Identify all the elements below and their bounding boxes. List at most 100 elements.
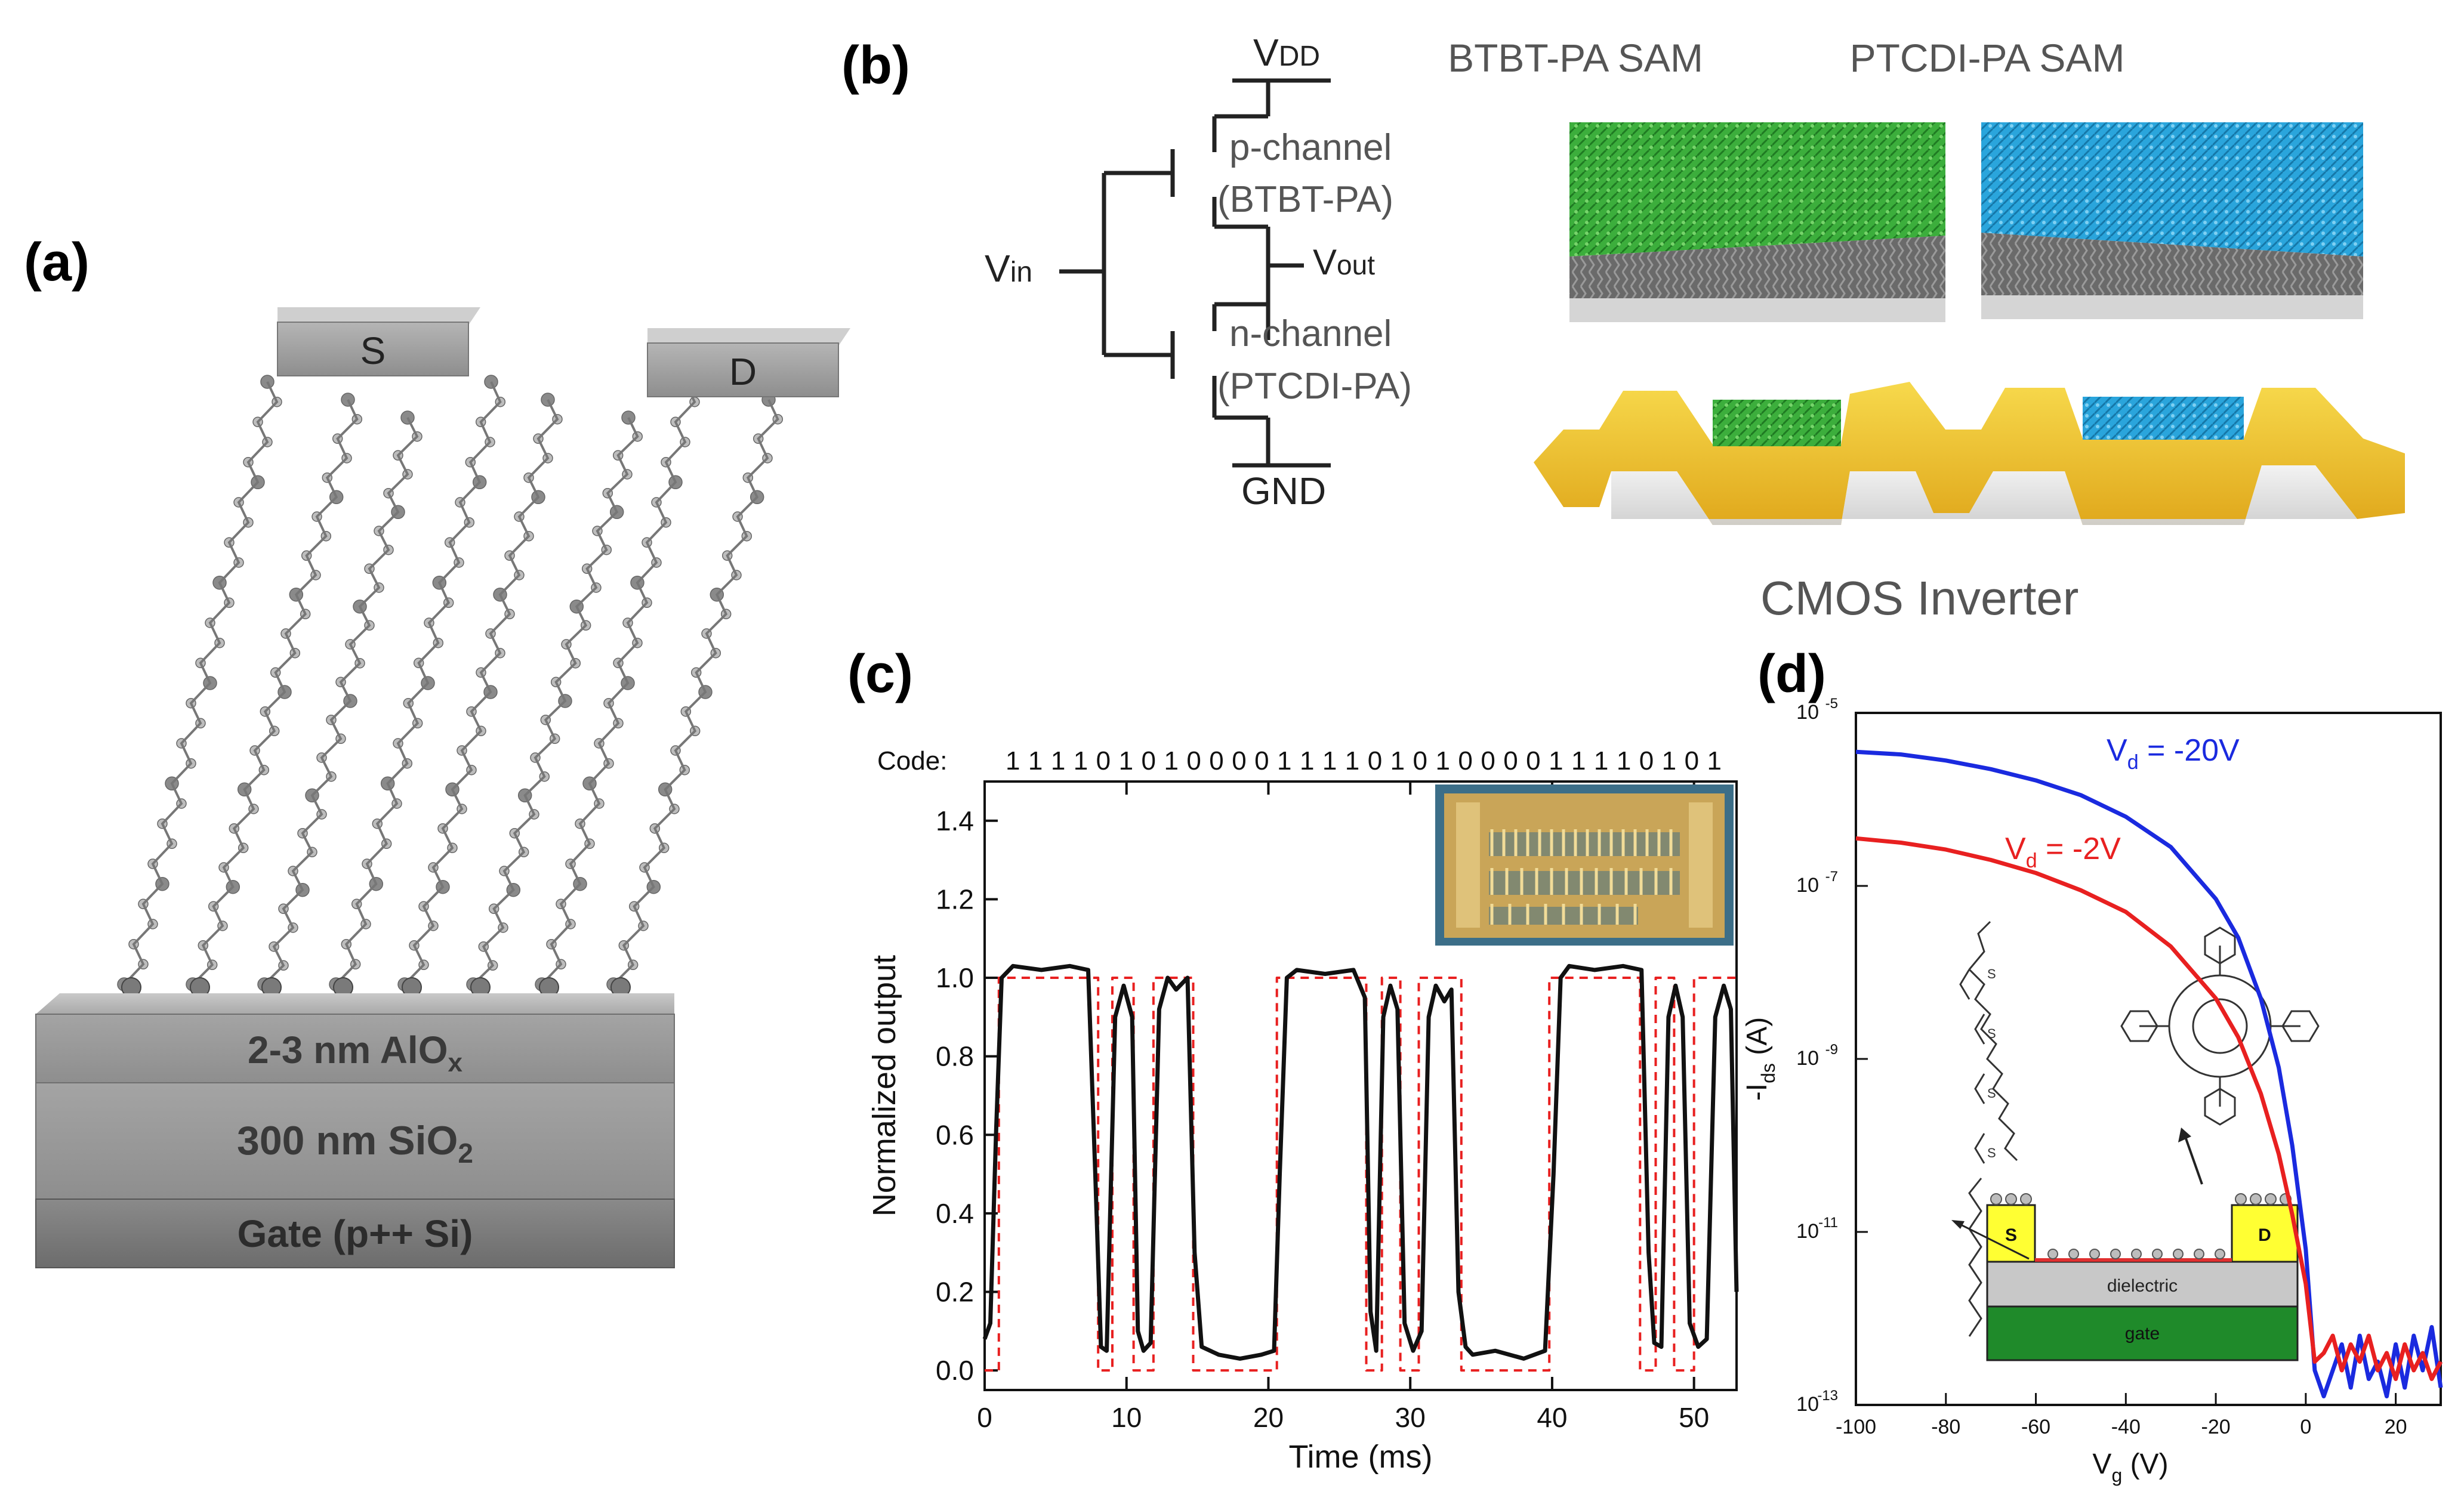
chart-d-ytick-label: 10 [1796, 1220, 1819, 1243]
sio2-label: 300 nm SiO2 [237, 1118, 473, 1169]
p-channel-label: p-channel [1229, 127, 1392, 168]
chain-backbone [541, 381, 696, 986]
chain-backbone [263, 417, 419, 986]
btbt-sam-render [1569, 122, 1945, 322]
gate-layer-label: Gate (p++ Si) [238, 1212, 473, 1255]
chart-c-xtick-label: 20 [1253, 1402, 1284, 1433]
chart-c-ytick-label: 0.8 [936, 1041, 974, 1072]
chart-d-ytick-label: 10 [1796, 1393, 1819, 1416]
inset-dielectric-label: dielectric [2107, 1276, 2178, 1296]
chain-backbone [335, 381, 502, 986]
chart-d-xtick-label: -100 [1836, 1416, 1876, 1438]
vout-label: Vout [1313, 242, 1375, 282]
gnd-label: GND [1241, 470, 1326, 512]
chart-d-xtick-label: 20 [2385, 1416, 2407, 1438]
porphyrin-molecule [2120, 926, 2320, 1126]
vin-label: Vin [985, 247, 1032, 290]
chart-d-xtick-label: -40 [2111, 1416, 2141, 1438]
drain-electrode: D [647, 328, 850, 397]
chart-c-ytick-label: 0.6 [936, 1119, 974, 1150]
chart-c-xtick-label: 10 [1111, 1402, 1142, 1433]
chart-d-ytick-label: 10 [1796, 1047, 1819, 1070]
chart-c-ytick-label: 0.2 [936, 1276, 974, 1307]
thiophene-s-1: S [1987, 966, 1996, 981]
chart-d-ytick-exponent: -7 [1825, 869, 1838, 885]
chart-c-ytick-label: 0.0 [936, 1355, 974, 1386]
chart-d-ylabel: -Ids (A) [1741, 1017, 1779, 1101]
chart-c-ytick-label: 1.2 [936, 884, 974, 915]
chart-c-xlabel: Time (ms) [1289, 1439, 1433, 1475]
chart-c-xtick-label: 40 [1537, 1402, 1567, 1433]
panel-b-label: (b) [841, 36, 910, 95]
n-channel-label: n-channel [1229, 313, 1392, 354]
chart-d-series-vd-2 [1855, 836, 2443, 1381]
chain-backbone [403, 399, 559, 986]
inset-drain-label: D [2258, 1225, 2271, 1245]
chart-d-ytick-exponent: -13 [1817, 1388, 1838, 1404]
oligothiophene-molecule [1959, 921, 2018, 1337]
vdd-label: VDD [1253, 31, 1320, 74]
chart-c-axes: 0 10 20 30 40 50 0.0 0.2 0.4 0.6 0.8 1.0 1.2 1.4Time … [866, 782, 1709, 1475]
p-material-label: (BTBT-PA) [1217, 179, 1393, 220]
chart-c-series-solid-black [982, 963, 1739, 1361]
chart-d-xtick-label: 0 [2300, 1416, 2311, 1438]
panel-a-label: (a) [24, 233, 90, 292]
code-label: Code: [877, 746, 947, 776]
cmos-device-render [1534, 382, 2405, 525]
n-material-label: (PTCDI-PA) [1217, 366, 1412, 407]
ptcdi-sam-title: PTCDI-PA SAM [1850, 36, 2125, 80]
layer-stack: 2-3 nm AlOx 300 nm SiO2 Gate (p++ Si) [35, 993, 675, 1268]
chart-c-xtick-label: 30 [1395, 1402, 1426, 1433]
chain-backbone [123, 381, 279, 986]
chart-c-xtick-label: 0 [977, 1402, 992, 1433]
chart-d-ytick-label: 10 [1796, 701, 1819, 724]
chart-d-inset: S S S S [1951, 921, 2320, 1361]
chart-d-xlabel: Vg (V) [2092, 1448, 2168, 1486]
thiophene-s-2: S [1987, 1026, 1996, 1041]
chart-c-ytick-label: 1.4 [936, 805, 974, 836]
sam-molecule-chains [117, 375, 784, 997]
chart-c-series-dashed-red [985, 977, 1737, 1372]
source-electrode: S [277, 307, 480, 376]
chain-backbone [472, 417, 639, 986]
panel-a: (a) S D 2-3 nm AlOx 300 nm SiO2 Gate (p+… [24, 233, 850, 1268]
chart-d-ytick-exponent: -11 [1818, 1215, 1838, 1231]
panel-c-label: (c) [847, 644, 913, 704]
chart-d-xtick-label: -80 [1931, 1416, 1960, 1438]
cmos-circuit-schematic [1059, 78, 1331, 468]
gate-layer [35, 1199, 675, 1268]
chart-c-xtick-label: 50 [1679, 1402, 1709, 1433]
alox-layer [35, 1014, 675, 1083]
legend-vd-20: Vd = -20V [2107, 733, 2240, 774]
chart-d-ytick-exponent: -9 [1825, 1042, 1838, 1058]
chart-d-series [1855, 749, 2443, 1398]
chain-backbone [612, 399, 779, 986]
chart-d-ytick-label: 10 [1796, 874, 1819, 897]
cmos-inverter-caption: CMOS Inverter [1760, 572, 2078, 625]
drain-label: D [729, 350, 757, 393]
ptcdi-sam-render [1981, 122, 2363, 319]
code-sequence: 1 1 1 1 0 1 0 1 0 0 0 0 1 1 1 1 0 1 0 1 … [1006, 746, 1722, 776]
circuit-photo-inset [1435, 784, 1734, 946]
chart-c-ytick-label: 1.0 [936, 962, 974, 993]
panel-d-label: (d) [1757, 644, 1826, 704]
thiophene-s-3: S [1987, 1086, 1996, 1101]
chart-d-ytick-exponent: -5 [1825, 696, 1838, 712]
inset-source-label: S [2005, 1225, 2017, 1245]
device-cross-section: S D dielectric gate [1951, 1193, 2299, 1361]
source-label: S [360, 329, 386, 372]
chart-c-ytick-label: 0.4 [936, 1198, 974, 1229]
legend-vd-2: Vd = -2V [2005, 832, 2121, 872]
alox-label: 2-3 nm AlOx [248, 1028, 462, 1077]
chart-d-xtick-label: -20 [2201, 1416, 2231, 1438]
chart-d-series-vd-20 [1855, 749, 2443, 1398]
panel-b: (b) VDD Vin Vout GND p-c [841, 31, 2405, 625]
chain-backbone [192, 399, 359, 986]
panel-c: (c) Code: 1 1 1 1 0 1 0 1 0 0 0 0 1 1 1 … [847, 644, 1739, 1475]
inset-gate-label: gate [2125, 1324, 2160, 1343]
chart-c-series [982, 963, 1739, 1372]
sio2-layer [35, 1082, 675, 1200]
